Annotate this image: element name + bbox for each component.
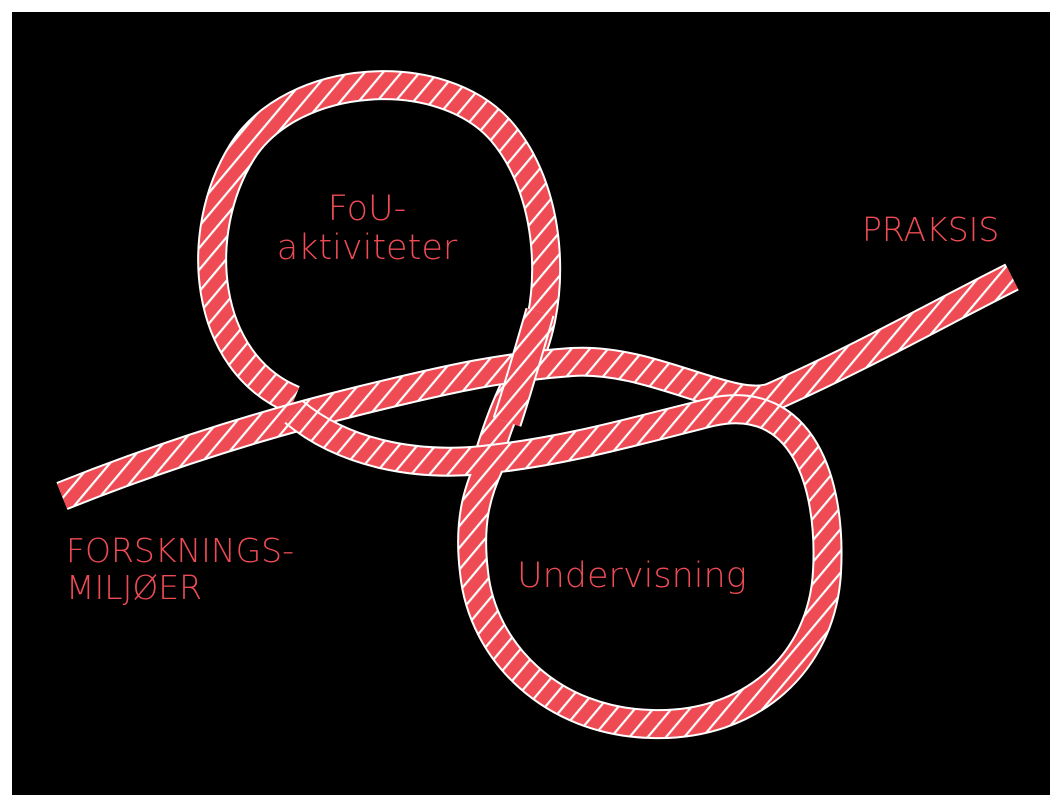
- label-forskningsmiljoer: FORSKNINGS- MILJØER: [66, 531, 295, 607]
- label-praksis: PRAKSIS: [862, 210, 1000, 249]
- rope-main-strand: [56, 263, 1019, 510]
- label-forskning-line-2: MILJØER: [66, 567, 203, 607]
- label-forskning-line-1: FORSKNINGS-: [66, 531, 295, 570]
- label-undervisning: Undervisning: [517, 556, 747, 596]
- diagram-canvas: FoU- aktiviteter PRAKSIS FORSKNINGS- MIL…: [12, 12, 1050, 795]
- rope-crossing: [492, 307, 555, 427]
- rope-knot-diagram: [56, 70, 1019, 740]
- label-fou-line-2: aktiviteter: [276, 228, 458, 269]
- label-fou-line-1: FoU-: [327, 189, 407, 229]
- rope-loop-undervisning: [284, 394, 843, 740]
- label-fou-aktiviteter: FoU- aktiviteter: [272, 189, 462, 269]
